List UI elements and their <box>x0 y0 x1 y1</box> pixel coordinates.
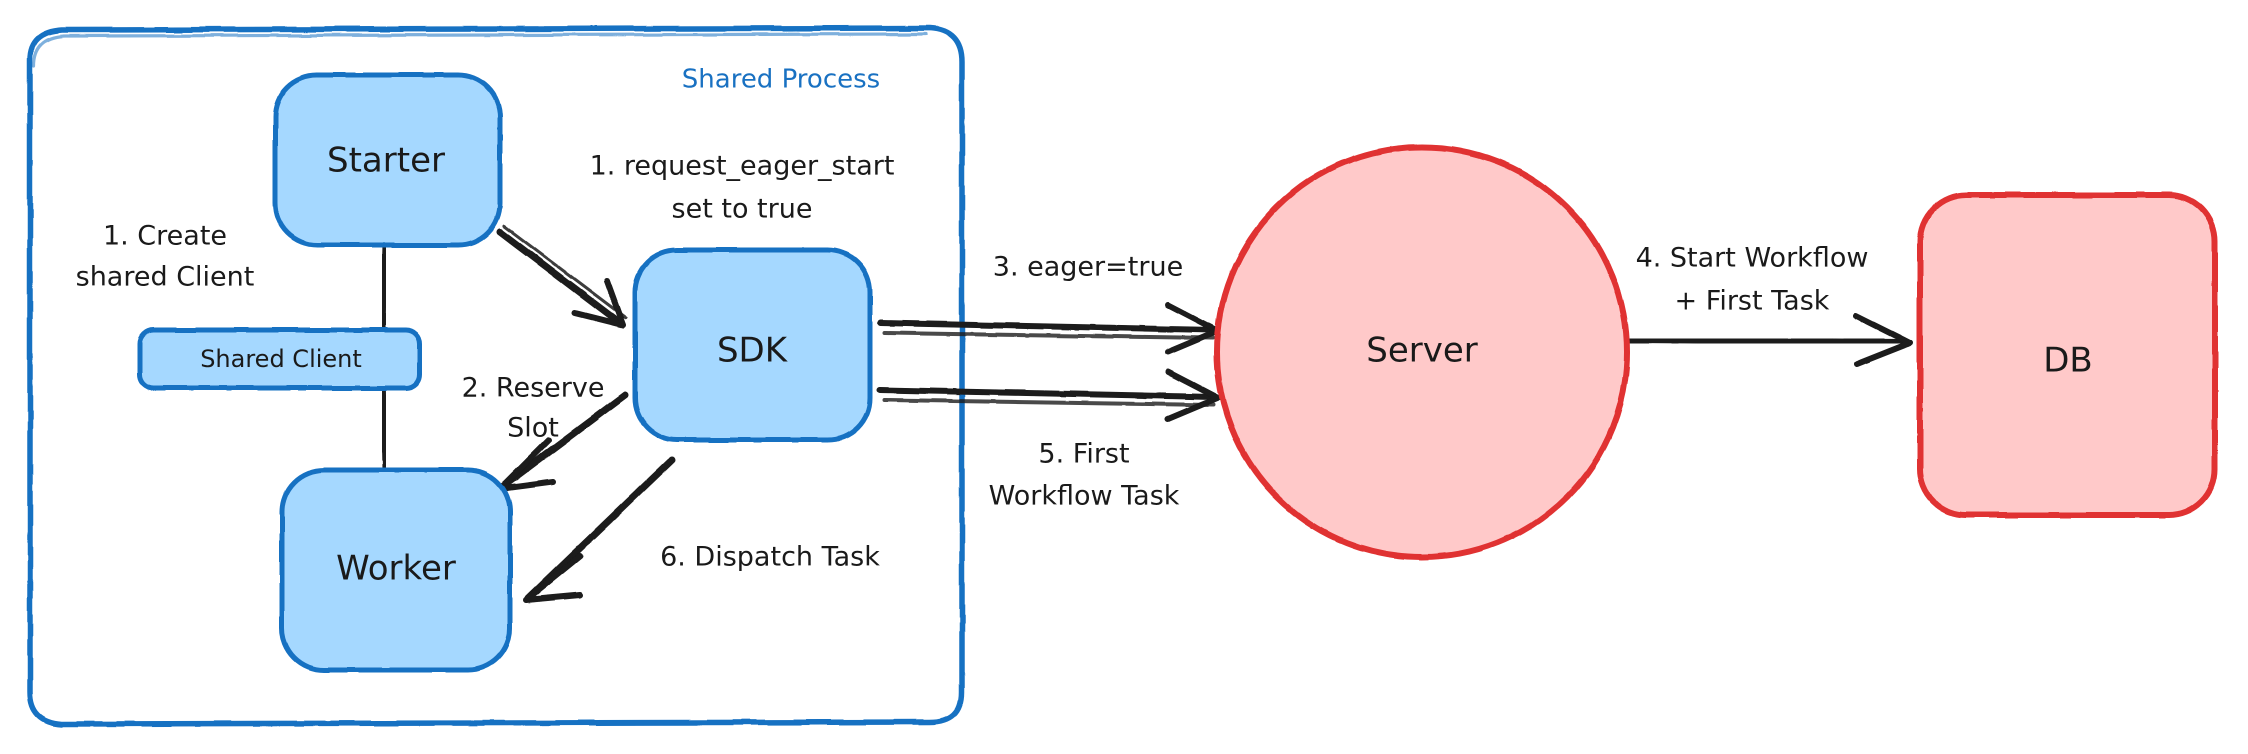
node-worker[interactable]: Worker <box>279 467 513 673</box>
edge-label-eager-true-line1: 3. eager=true <box>993 252 1183 283</box>
group-shared-process: Shared Process <box>27 25 965 727</box>
edge-label-request-eager-start: 1. request_eager_start set to true <box>590 151 895 225</box>
edge-label-eager-true: 3. eager=true <box>993 252 1183 283</box>
node-db-label: DB <box>2043 341 2093 381</box>
edge-label-start-workflow-line1: 4. Start Workflow <box>1636 243 1869 274</box>
edge-label-create-shared-client: 1. Create shared Client <box>76 221 255 293</box>
edge-label-reserve-slot-line2: Slot <box>507 413 559 444</box>
edge-label-start-workflow-line2: + First Task <box>1675 286 1830 317</box>
edge-dispatch-task <box>523 456 676 603</box>
node-starter-label: Starter <box>327 141 445 181</box>
node-db[interactable]: DB <box>1917 192 2218 518</box>
edge-label-request-eager-start-line2: set to true <box>672 194 813 225</box>
edge-label-first-workflow-task-line1: 5. First <box>1038 439 1129 470</box>
edge-line-request-eager-start <box>496 228 624 327</box>
edge-label-dispatch-task: 6. Dispatch Task <box>660 542 880 573</box>
edge-label-dispatch-task-line1: 6. Dispatch Task <box>660 542 880 573</box>
edge-line-request-eager-start-sketch <box>502 224 628 320</box>
edge-start-workflow <box>1622 313 1913 367</box>
node-server-label: Server <box>1366 331 1478 371</box>
edge-request-eager-start <box>496 224 628 328</box>
edge-label-first-workflow-task-line2: Workflow Task <box>989 481 1180 512</box>
arrowhead-dispatch-task <box>523 553 583 603</box>
node-server[interactable]: Server <box>1214 144 1630 560</box>
edge-line-reserve-slot <box>498 391 629 491</box>
node-sdk-shape <box>632 247 873 443</box>
node-sdk-label: SDK <box>717 331 789 371</box>
group-label-shared-process: Shared Process <box>682 65 880 95</box>
edge-label-start-workflow: 4. Start Workflow + First Task <box>1636 243 1869 317</box>
arrowhead-first-workflow-task <box>1165 369 1221 422</box>
edge-label-reserve-slot: 2. Reserve Slot <box>462 373 605 444</box>
node-starter-shape <box>272 72 503 248</box>
node-worker-label: Worker <box>336 549 456 589</box>
node-shared-client-label: Shared Client <box>200 345 362 373</box>
arrowhead-request-eager-start <box>572 278 626 328</box>
node-shared-client[interactable]: Shared Client <box>137 327 423 391</box>
edge-line-eager-true <box>877 320 1218 333</box>
edge-line-first-workflow-task-sketch <box>882 398 1215 407</box>
edge-eager-true <box>877 302 1221 355</box>
edge-label-request-eager-start-line1: 1. request_eager_start <box>590 151 895 182</box>
edge-line-eager-true-sketch <box>882 331 1215 340</box>
arrowhead-reserve-slot <box>497 437 556 492</box>
edge-line-first-workflow-task <box>877 387 1218 400</box>
node-db-shape <box>1917 192 2218 518</box>
edge-label-create-shared-client-line1: 1. Create <box>103 221 227 252</box>
edge-label-create-shared-client-line2: shared Client <box>76 262 255 293</box>
node-worker-shape <box>279 467 513 673</box>
shared-process-border-sketch <box>32 32 928 68</box>
edge-line-create-shared-client <box>380 240 388 333</box>
edge-label-reserve-slot-line1: 2. Reserve <box>462 373 605 404</box>
node-server-shape <box>1214 144 1630 560</box>
arrowhead-start-workflow <box>1853 313 1913 367</box>
shared-process-border <box>27 25 965 727</box>
edge-label-first-workflow-task: 5. First Workflow Task <box>989 439 1180 512</box>
node-sdk[interactable]: SDK <box>632 247 873 443</box>
node-starter[interactable]: Starter <box>272 72 503 248</box>
node-shared-client-shape <box>137 327 423 391</box>
edge-first-workflow-task <box>877 369 1221 422</box>
edge-line-start-workflow <box>1622 337 1908 345</box>
